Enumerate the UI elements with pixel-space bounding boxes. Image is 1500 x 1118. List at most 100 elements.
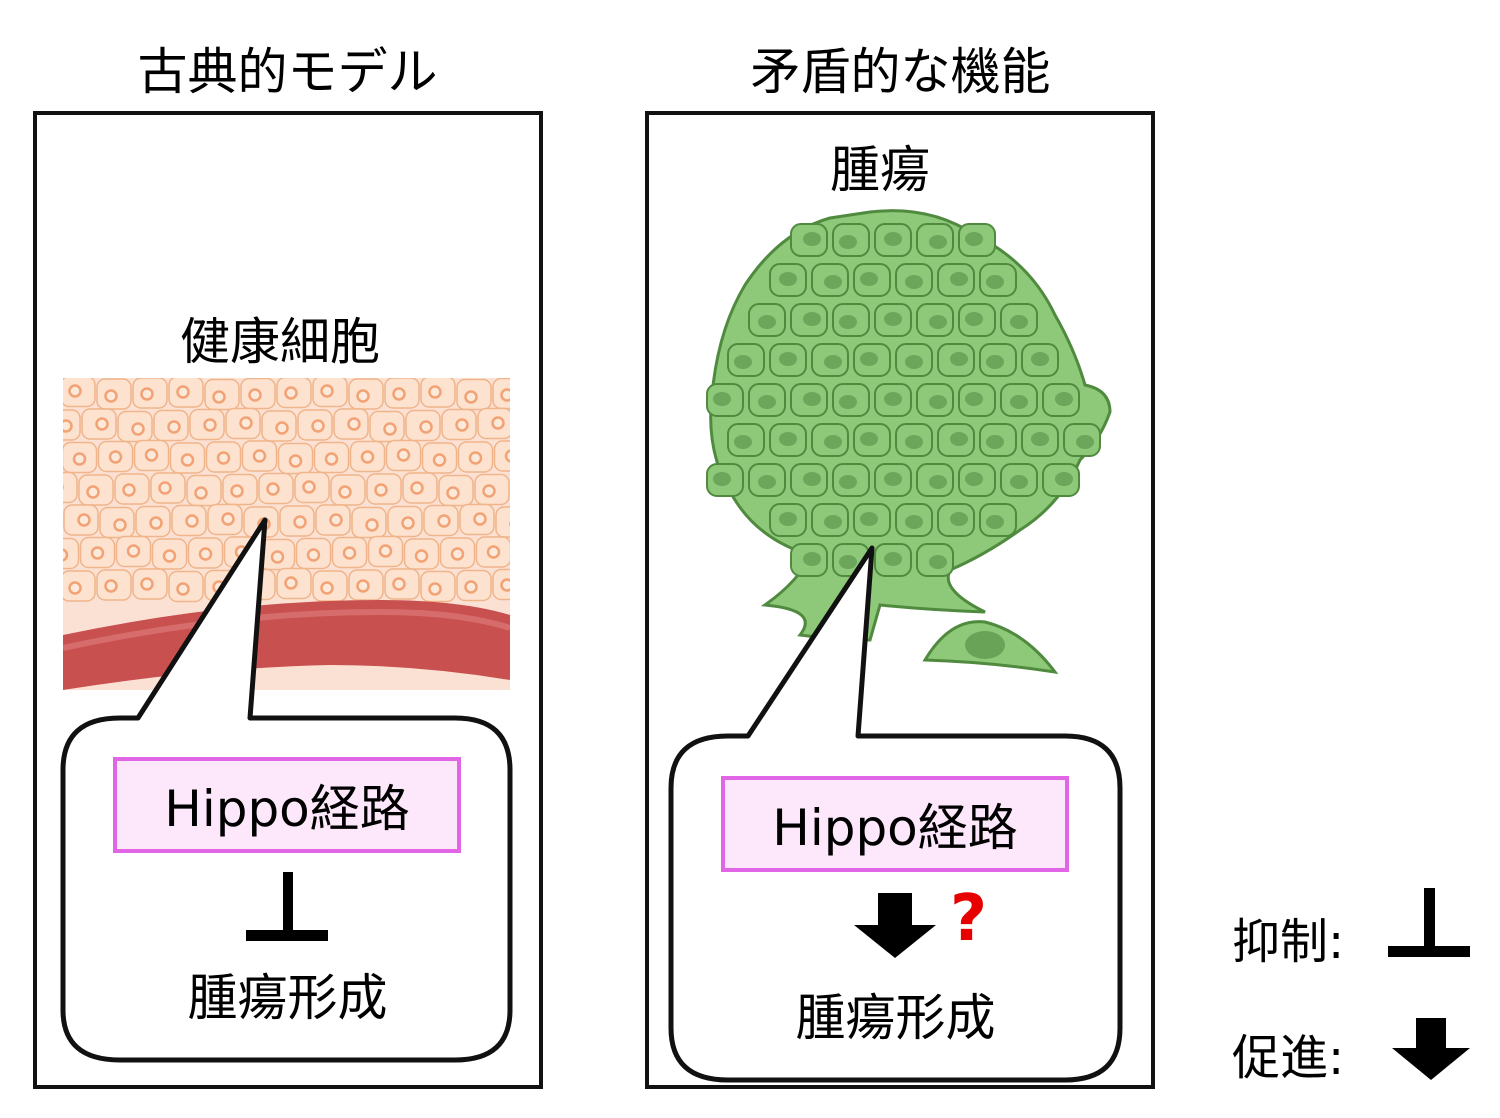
cell-nucleus: [113, 518, 127, 532]
cell-nucleus: [329, 513, 343, 527]
cell-nucleus: [131, 422, 145, 436]
tumor-nucleus: [986, 435, 1004, 449]
cell-nucleus: [473, 512, 487, 526]
tumor-nucleus: [965, 312, 983, 326]
cell-nucleus: [374, 483, 388, 497]
cell-nucleus: [252, 449, 267, 463]
tumor-nucleus: [860, 512, 878, 526]
cell-nucleus: [410, 481, 424, 495]
tumor-nucleus: [1031, 432, 1049, 446]
cell-nucleus: [140, 577, 154, 591]
tumor-nucleus: [803, 312, 821, 326]
tumor-nucleus: [929, 475, 947, 489]
tumor-nucleus: [803, 392, 821, 406]
tumor-nucleus: [986, 275, 1004, 289]
left-hippo-pathway-box: Hippo経路: [113, 757, 461, 853]
tumor-nucleus: [884, 552, 902, 566]
cell-nucleus: [320, 384, 334, 398]
tumor-nucleus: [860, 272, 878, 286]
tumor-label: 腫瘍: [830, 141, 930, 199]
epithelial-cell: [495, 506, 510, 538]
cell-nucleus: [500, 578, 510, 592]
cell-nucleus: [162, 549, 177, 563]
cell-nucleus: [194, 486, 208, 500]
cell-nucleus: [104, 389, 118, 403]
cell-nucleus: [360, 450, 375, 464]
cell-nucleus: [239, 416, 253, 430]
tumor-nucleus: [905, 435, 923, 449]
cell-nucleus: [108, 450, 123, 464]
cell-nucleus: [306, 548, 321, 562]
cell-nucleus: [144, 448, 159, 462]
cell-nucleus: [464, 580, 478, 594]
cell-nucleus: [342, 546, 357, 560]
tumor-nucleus: [779, 272, 797, 286]
tumor-nucleus: [884, 312, 902, 326]
tumor-nucleus: [884, 232, 902, 246]
cell-nucleus: [275, 421, 289, 435]
legend-promote-label: 促進:: [1232, 1030, 1345, 1086]
cell-nucleus: [491, 416, 505, 430]
epithelial-cell: [493, 440, 510, 472]
tumor-nucleus: [779, 352, 797, 366]
tumor-nucleus: [824, 515, 842, 529]
cell-nucleus: [266, 482, 280, 496]
cell-nucleus: [347, 417, 361, 431]
cell-nucleus: [464, 390, 478, 404]
tumor-nucleus: [905, 515, 923, 529]
cell-nucleus: [428, 385, 442, 399]
tumor-nucleus: [839, 395, 857, 409]
tumor-nucleus: [779, 512, 797, 526]
cell-nucleus: [396, 448, 411, 462]
tumor-nucleus: [824, 275, 842, 289]
tumor-nucleus: [713, 392, 731, 406]
cell-nucleus: [392, 387, 406, 401]
cell-nucleus: [68, 384, 82, 398]
tumor-nucleus: [839, 235, 857, 249]
cell-nucleus: [284, 386, 298, 400]
cell-nucleus: [468, 451, 483, 465]
tumor-nucleus: [839, 315, 857, 329]
tumor-nucleus: [905, 355, 923, 369]
tumor-nucleus: [839, 475, 857, 489]
legend-inhibit-label: 抑制:: [1232, 914, 1345, 970]
cell-nucleus: [176, 582, 190, 596]
left-panel-title: 古典的モデル: [137, 43, 438, 101]
tumor-nucleus: [1010, 315, 1028, 329]
cell-nucleus: [122, 483, 136, 497]
cell-nucleus: [482, 484, 496, 498]
cell-nucleus: [140, 387, 154, 401]
cell-nucleus: [216, 451, 231, 465]
tumor-nucleus: [965, 232, 983, 246]
tumor-nucleus: [884, 392, 902, 406]
tumor-nucleus: [1010, 395, 1028, 409]
cell-nucleus: [455, 418, 469, 432]
healthy-cells-label: 健康細胞: [180, 313, 380, 371]
cell-nucleus: [378, 544, 393, 558]
tumor-nucleus: [965, 392, 983, 406]
right-tumorigenesis-label: 腫瘍形成: [795, 989, 996, 1047]
cell-nucleus: [198, 547, 213, 561]
tumor-nucleus: [929, 235, 947, 249]
cell-nucleus: [72, 452, 87, 466]
cell-nucleus: [203, 418, 217, 432]
cell-nucleus: [419, 420, 433, 434]
cell-nucleus: [288, 454, 303, 468]
cell-nucleus: [167, 420, 181, 434]
tumor-nucleus: [929, 395, 947, 409]
cell-nucleus: [432, 453, 447, 467]
tumor-nucleus: [905, 275, 923, 289]
tumor-nucleus: [950, 432, 968, 446]
cell-nucleus: [248, 388, 262, 402]
tumor-nucleus: [860, 352, 878, 366]
tumor-nucleus: [758, 475, 776, 489]
tumor-nucleus: [1031, 352, 1049, 366]
tumor-nucleus: [986, 355, 1004, 369]
cell-nucleus: [320, 581, 334, 595]
cell-nucleus: [212, 390, 226, 404]
tumor-nucleus: [803, 472, 821, 486]
tumor-nucleus: [950, 512, 968, 526]
cell-nucleus: [293, 515, 307, 529]
